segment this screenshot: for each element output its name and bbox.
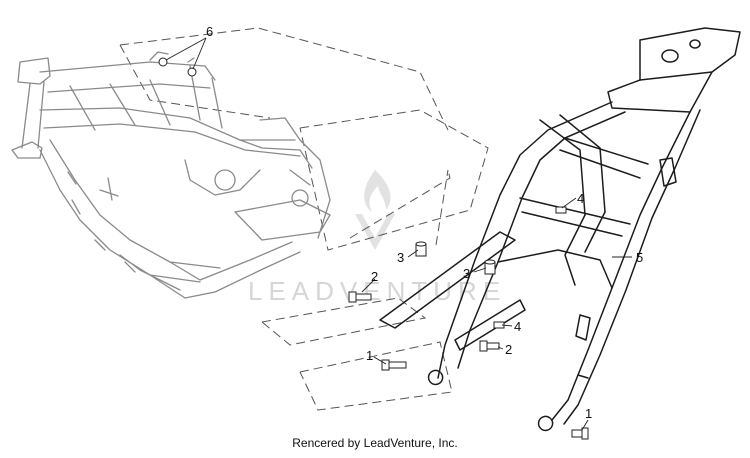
main-frame xyxy=(11,51,331,299)
spacer-3a xyxy=(415,241,427,257)
footer-credit: Rencered by LeadVenture, Inc. xyxy=(292,436,458,450)
subframe xyxy=(379,27,741,432)
callout-5: 5 xyxy=(636,250,643,265)
bolt-1a xyxy=(381,359,407,371)
watermark: LEADVENTURE xyxy=(248,170,500,306)
dashed-guides xyxy=(119,27,489,411)
callout-3-right: 3 xyxy=(463,266,470,281)
callout-2-left: 2 xyxy=(371,269,378,284)
fasteners xyxy=(158,57,589,440)
callout-6: 6 xyxy=(206,24,213,39)
nut-6 xyxy=(158,57,197,77)
callout-1-left: 1 xyxy=(366,348,373,363)
bolt-2b xyxy=(479,340,500,352)
spacer-3b xyxy=(484,259,496,275)
leader-lines xyxy=(165,37,632,431)
callout-1-right: 1 xyxy=(585,406,592,421)
callout-4-lower: 4 xyxy=(514,319,521,334)
screw-4a xyxy=(555,206,567,214)
callouts: 6 5 4 4 3 3 2 2 1 1 xyxy=(206,24,643,421)
watermark-flame-icon xyxy=(364,170,391,212)
callout-3-left: 3 xyxy=(397,250,404,265)
bolt-1b xyxy=(571,427,589,440)
bolt-2a xyxy=(348,291,372,303)
callout-2-right: 2 xyxy=(505,342,512,357)
callout-4-upper: 4 xyxy=(577,191,584,206)
